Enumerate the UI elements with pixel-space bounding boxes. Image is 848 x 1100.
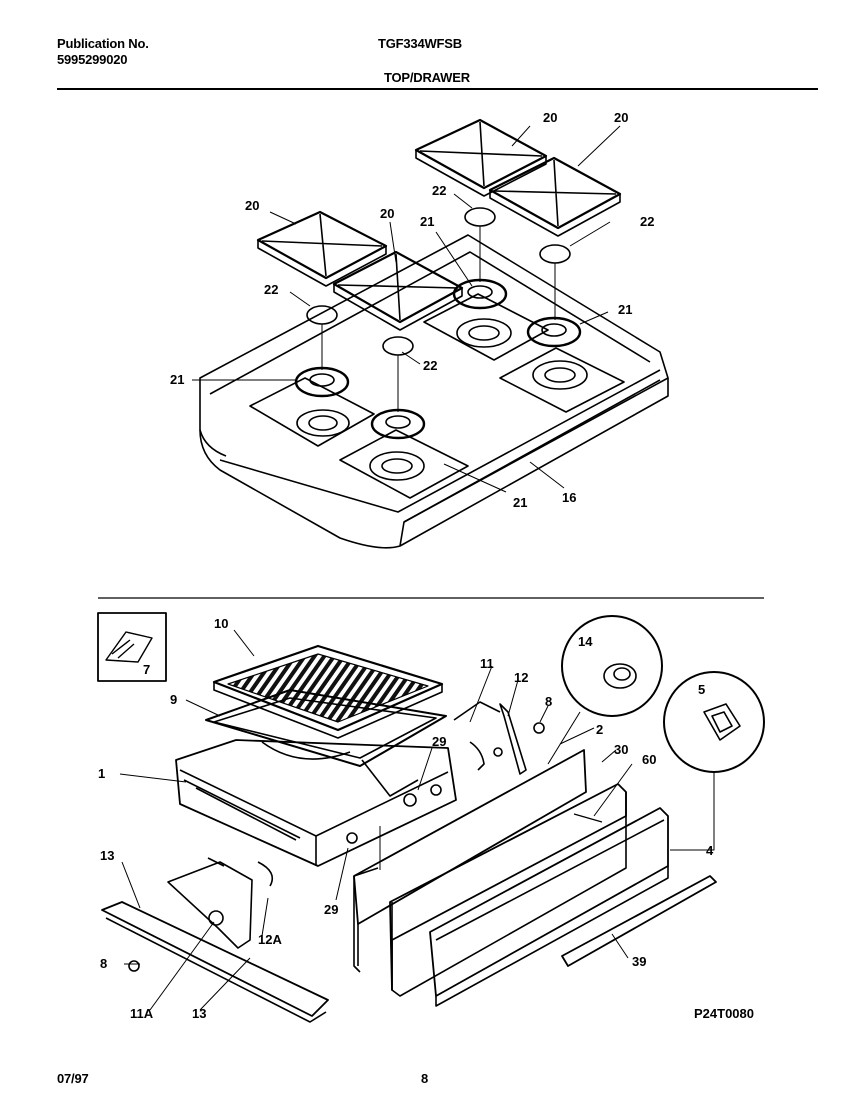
- callout-label: 22: [423, 358, 437, 373]
- header-rule: [57, 88, 818, 90]
- callout-label: 13: [100, 848, 114, 863]
- broiler-pan-9: [205, 689, 447, 767]
- bracket-11: [453, 701, 501, 721]
- model-number: TGF334WFSB: [378, 36, 462, 51]
- callout-label: 8: [545, 694, 552, 709]
- callout-label: 7: [143, 662, 150, 677]
- cooktop-assembly: [192, 118, 669, 549]
- footer-date: 07/97: [57, 1071, 89, 1086]
- section-title: TOP/DRAWER: [384, 70, 470, 85]
- callout-label: 21: [618, 302, 632, 317]
- callout-label: 5: [698, 682, 705, 697]
- callout-label: 21: [420, 214, 434, 229]
- burner-cap: [464, 207, 496, 227]
- drawer-assembly: [97, 612, 765, 1023]
- callout-label: 20: [245, 198, 259, 213]
- burner-pan-left-front: [339, 429, 469, 499]
- drawer-handle-39: [561, 875, 717, 967]
- callout-label: 9: [170, 692, 177, 707]
- callout-label: 12A: [258, 932, 282, 947]
- callout-label: 8: [100, 956, 107, 971]
- callout-label: 12: [514, 670, 528, 685]
- callout-label: 22: [640, 214, 654, 229]
- callout-label: 21: [170, 372, 184, 387]
- callout-label: 22: [264, 282, 278, 297]
- front-frame-2: [353, 749, 587, 925]
- callout-label: 60: [642, 752, 656, 767]
- callout-label: 20: [614, 110, 628, 125]
- burner-cap: [306, 305, 338, 325]
- figure-code: P24T0080: [694, 1006, 754, 1021]
- cooktop-callouts: 20 20 20 20 22 22 22 22 21 21 21 21 16: [170, 110, 654, 510]
- inset-box-7: [97, 612, 167, 682]
- callout-label: 21: [513, 495, 527, 510]
- callout-label: 39: [632, 954, 646, 969]
- cooktop-body: [199, 234, 669, 549]
- callout-label: 4: [706, 843, 714, 858]
- callout-label: 11A: [130, 1006, 154, 1021]
- callout-label: 13: [192, 1006, 206, 1021]
- slide-rail-13: [101, 901, 329, 1017]
- inset-circle-14: [561, 615, 663, 717]
- publication-number: 5995299020: [57, 52, 128, 67]
- burner-cap: [539, 244, 571, 264]
- bracket-12: [499, 703, 527, 775]
- page-number: 8: [421, 1071, 429, 1086]
- callout-label: 29: [432, 734, 446, 749]
- burner-pan-right-front: [499, 347, 625, 413]
- drawer-callouts: 10 9 1 7 14 11 12 8 29 2 30 60 5 4 13 12…: [98, 616, 754, 1021]
- callout-label: 16: [562, 490, 576, 505]
- callout-label: 30: [614, 742, 628, 757]
- burner-ring: [294, 366, 350, 398]
- callout-label: 22: [432, 183, 446, 198]
- inset-circle-5: [663, 671, 765, 773]
- drawer-body-1: [175, 739, 457, 867]
- callout-label: 14: [578, 634, 593, 649]
- grate-left-rear: [256, 210, 388, 287]
- callout-label: 20: [380, 206, 394, 221]
- burner-ring: [370, 408, 426, 440]
- grate-left-front: [332, 250, 464, 331]
- grate-right-front: [488, 156, 622, 237]
- callout-label: 10: [214, 616, 228, 631]
- burner-pan-left-rear: [249, 377, 375, 447]
- callout-label: 2: [596, 722, 603, 737]
- publication-label: Publication No.: [57, 36, 149, 51]
- callout-label: 29: [324, 902, 338, 917]
- burner-cap: [382, 336, 414, 356]
- burner-ring: [526, 316, 582, 348]
- callout-label: 20: [543, 110, 557, 125]
- callout-label: 1: [98, 766, 105, 781]
- callout-label: 11: [480, 656, 494, 671]
- drawer-panel-4: [429, 807, 669, 997]
